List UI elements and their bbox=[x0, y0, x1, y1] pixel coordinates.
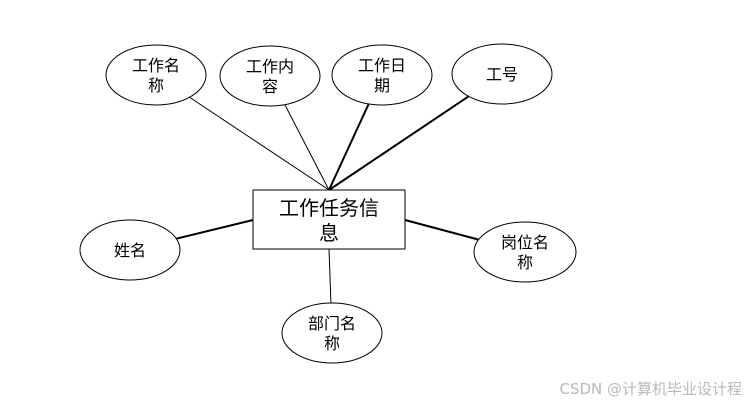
attribute-label-dept-name-line-2: 称 bbox=[324, 334, 340, 353]
attribute-label-post-name-line-1: 岗位名 bbox=[501, 233, 549, 252]
attribute-label-job-content-line-2: 容 bbox=[262, 77, 278, 96]
attribute-staff-no: 工号 bbox=[451, 43, 553, 105]
entity-label-line-1: 工作任务信 bbox=[279, 196, 379, 220]
connector-staff-no bbox=[328, 95, 470, 191]
attribute-label-job-date-line-1: 工作日 bbox=[358, 56, 406, 75]
connector-job-name bbox=[189, 96, 330, 191]
connector-lines bbox=[176, 95, 479, 304]
attribute-label-dept-name-line-1: 部门名 bbox=[308, 314, 356, 333]
connector-job-date bbox=[328, 103, 370, 191]
connector-post-name bbox=[404, 219, 479, 241]
entity-box bbox=[252, 189, 406, 250]
entity-label-line-2: 息 bbox=[319, 221, 339, 245]
attribute-label-name-line-1: 姓名 bbox=[114, 241, 146, 260]
attribute-ellipse-name bbox=[79, 219, 181, 281]
attribute-ellipse-post-name bbox=[473, 221, 577, 283]
attributes: 工作名称工作内容工作日期工号姓名岗位名称部门名称 bbox=[79, 43, 577, 364]
attribute-label-job-date-line-2: 期 bbox=[374, 76, 390, 95]
attribute-label-job-name-line-1: 工作名 bbox=[132, 56, 180, 75]
entity: 工作任务信 息 bbox=[252, 189, 406, 250]
attribute-ellipse-staff-no bbox=[451, 43, 553, 105]
attribute-label-job-name-line-2: 称 bbox=[148, 76, 164, 95]
attribute-label-staff-no-line-1: 工号 bbox=[486, 65, 518, 84]
attribute-ellipse-dept-name bbox=[281, 302, 383, 364]
connector-name bbox=[176, 219, 254, 240]
watermark: CSDN @计算机毕业设计程 bbox=[559, 380, 742, 398]
attribute-ellipse-job-name bbox=[105, 44, 207, 106]
attribute-label-post-name-line-2: 称 bbox=[517, 253, 533, 272]
connector-dept-name bbox=[328, 248, 332, 304]
attribute-ellipse-job-content bbox=[219, 45, 321, 107]
attribute-label-job-content-line-1: 工作内 bbox=[246, 57, 294, 76]
attribute-name: 姓名 bbox=[79, 219, 181, 281]
attribute-ellipse-job-date bbox=[331, 44, 433, 106]
connector-job-content bbox=[284, 104, 330, 191]
